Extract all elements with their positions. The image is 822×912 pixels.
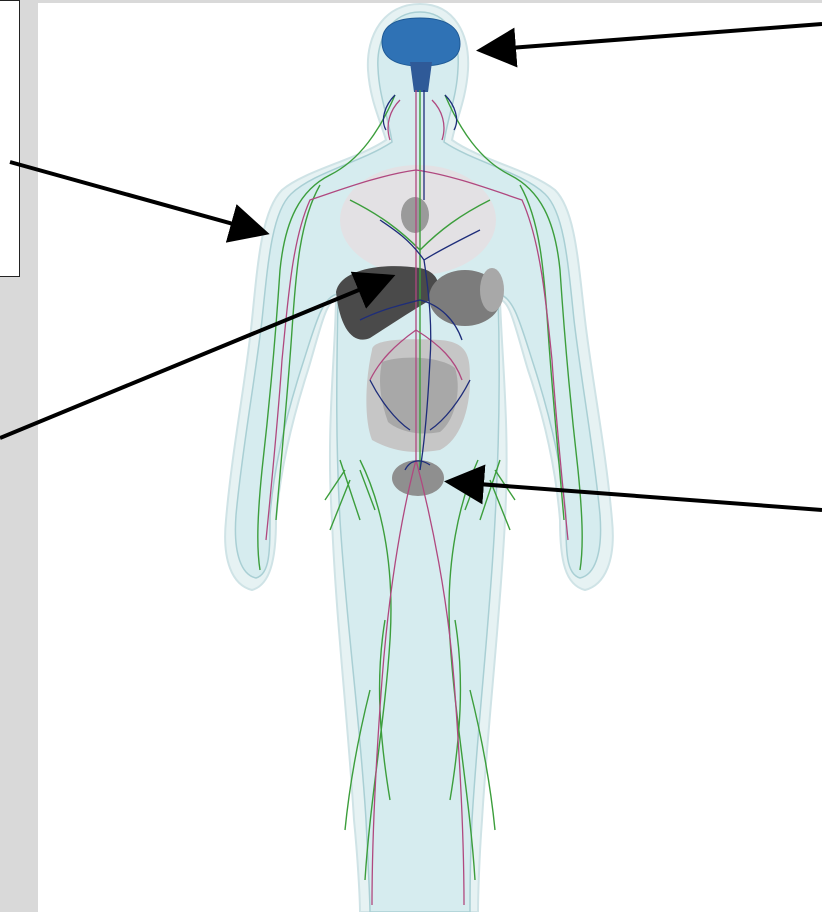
brain-icon — [382, 18, 460, 66]
small-intestine-icon — [380, 358, 458, 434]
heart-icon — [401, 197, 429, 233]
body-silhouette — [225, 4, 613, 912]
arrow-brain — [484, 24, 822, 50]
arrow-arm — [10, 162, 262, 232]
arrow-bladder — [452, 482, 822, 510]
spleen-icon — [480, 268, 504, 312]
